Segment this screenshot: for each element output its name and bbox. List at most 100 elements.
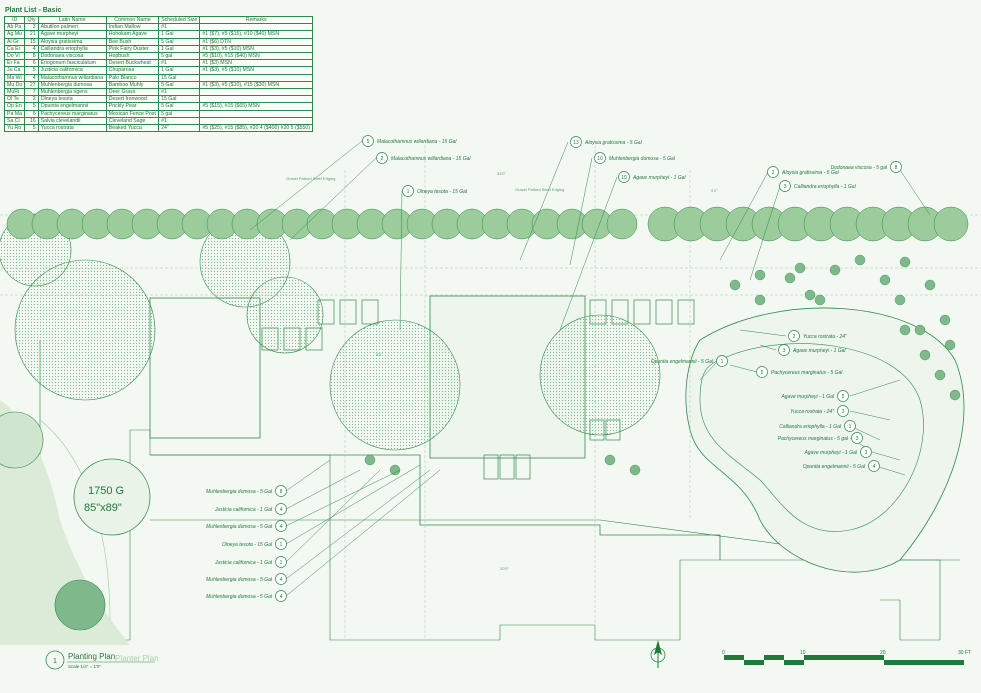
callout-circle (788, 330, 800, 342)
callout-circle (376, 152, 388, 164)
table-cell: Dodonaea viscosa (37, 52, 107, 61)
callout-number: 3 (783, 348, 786, 354)
table-cell: #5 ($25), #15 ($85), #20 4 ($400) #20 5 … (199, 124, 313, 133)
plant-list-header-cell: ID (3, 15, 26, 25)
scale-tick-30: 30 FT (958, 650, 971, 656)
plant-list-title: Plant List - Basic (5, 7, 62, 14)
shrub (606, 208, 638, 240)
table-cell: #5 ($10), #15 ($40) MSN (199, 52, 313, 61)
table-cell: 8 (24, 52, 39, 61)
table-cell: 15 Gal (158, 73, 201, 82)
accent-plant (949, 389, 961, 401)
dimension-side: 9'2" (711, 188, 718, 193)
table-cell: Ma Wi (3, 73, 26, 82)
table-cell: #5 ($15), #15 ($65) MSN (199, 102, 313, 111)
accent-plant (899, 324, 911, 336)
accent-plant (879, 274, 891, 286)
table-cell: Ju Ca (3, 66, 26, 75)
table-cell: #1 (158, 59, 201, 68)
plant-list-header-cell: Remarks (199, 15, 313, 25)
table-cell: 5 (24, 102, 39, 111)
callout-number: 4 (280, 507, 283, 513)
accent-plant (794, 262, 806, 274)
dimension-bottom: 20'0" (500, 566, 509, 571)
callout-number: 4 (873, 464, 876, 470)
table-cell: 5 Gal (158, 102, 201, 111)
tank-size: 85"x89" (84, 502, 122, 514)
table-cell: Al Gr (3, 37, 26, 46)
plant-callout: 4 Opuntia engelmannii - 5 Gal (803, 460, 880, 472)
table-cell: Pink Fairy Duster (105, 44, 160, 54)
callout-circle (618, 171, 630, 183)
callout-number: 13 (573, 140, 579, 146)
table-cell: Hopbush (105, 52, 160, 61)
callout-circle (716, 355, 728, 367)
table-cell: Indian Mallow (105, 23, 160, 32)
shrub (933, 206, 969, 242)
table-cell: Ag Mu (3, 30, 26, 39)
table-cell: 16 (24, 116, 39, 126)
table-cell: Ca Er (3, 44, 26, 54)
callout-circle (837, 405, 849, 417)
callout-label: Calliandra eriophylla - 1 Gal (794, 184, 857, 190)
accent-plant (729, 279, 741, 291)
table-cell: Pachycereus marginatus (37, 109, 107, 118)
title-text: Planting Plan (68, 652, 115, 661)
callout-label: Dodonaea viscosa - 5 gal (831, 165, 888, 171)
callout-circle (275, 503, 287, 515)
callout-number: 1 (280, 542, 283, 548)
callout-label: Agave murpheyi - 1 Gal (632, 175, 686, 181)
callout-label: Aloysia gratissima - 5 Gal (584, 140, 643, 146)
callout-label: Opuntia engelmannii - 5 Gal (803, 464, 866, 470)
table-cell: 1 Gal (158, 44, 201, 54)
callout-circle (275, 485, 287, 497)
callout-circle (890, 161, 902, 173)
dimension-top: 33'0" (497, 171, 506, 176)
table-cell: Muhlenbergia dumosa (37, 80, 107, 90)
table-cell: 3 (24, 23, 39, 32)
callout-number: 1 (407, 189, 410, 195)
table-cell: Bamboo Muhly (105, 80, 160, 90)
table-cell: 5 gal (158, 52, 201, 61)
table-cell: 7 (24, 88, 39, 97)
table-cell: Calliandra eriophylla (37, 44, 107, 54)
callout-number: 1 (721, 359, 724, 365)
callout-number: 8 (280, 489, 283, 495)
table-cell (199, 88, 313, 97)
callout-circle (837, 390, 849, 402)
table-cell: Pa Ma (3, 109, 26, 118)
table-cell: 5 (24, 66, 39, 75)
table-cell: 24" (158, 124, 201, 133)
accent-plant (854, 254, 866, 266)
accent-plant (919, 349, 931, 361)
table-cell: Mexican Fence Post (105, 109, 160, 118)
callout-label: Muhlenbergia dumosa - 5 Gal (206, 524, 273, 530)
callout-number: 4 (280, 524, 283, 530)
table-cell: 5 (24, 124, 39, 133)
scale-tick-0: 0 (722, 650, 725, 656)
callout-circle (402, 185, 414, 197)
plant-callout: 4 Muhlenbergia dumosa - 5 Gal (206, 520, 287, 532)
accent-plant (939, 314, 951, 326)
table-cell: #1 ($7), #5 ($15), #10 ($40) MSN (199, 30, 313, 39)
accent-plant (814, 294, 826, 306)
callout-label: Olneya tesota - 15 Gal (222, 542, 273, 548)
accent-plant (784, 272, 796, 284)
callout-number: 1 (849, 424, 852, 430)
table-cell: 21 (24, 30, 39, 39)
callout-circle (275, 590, 287, 602)
